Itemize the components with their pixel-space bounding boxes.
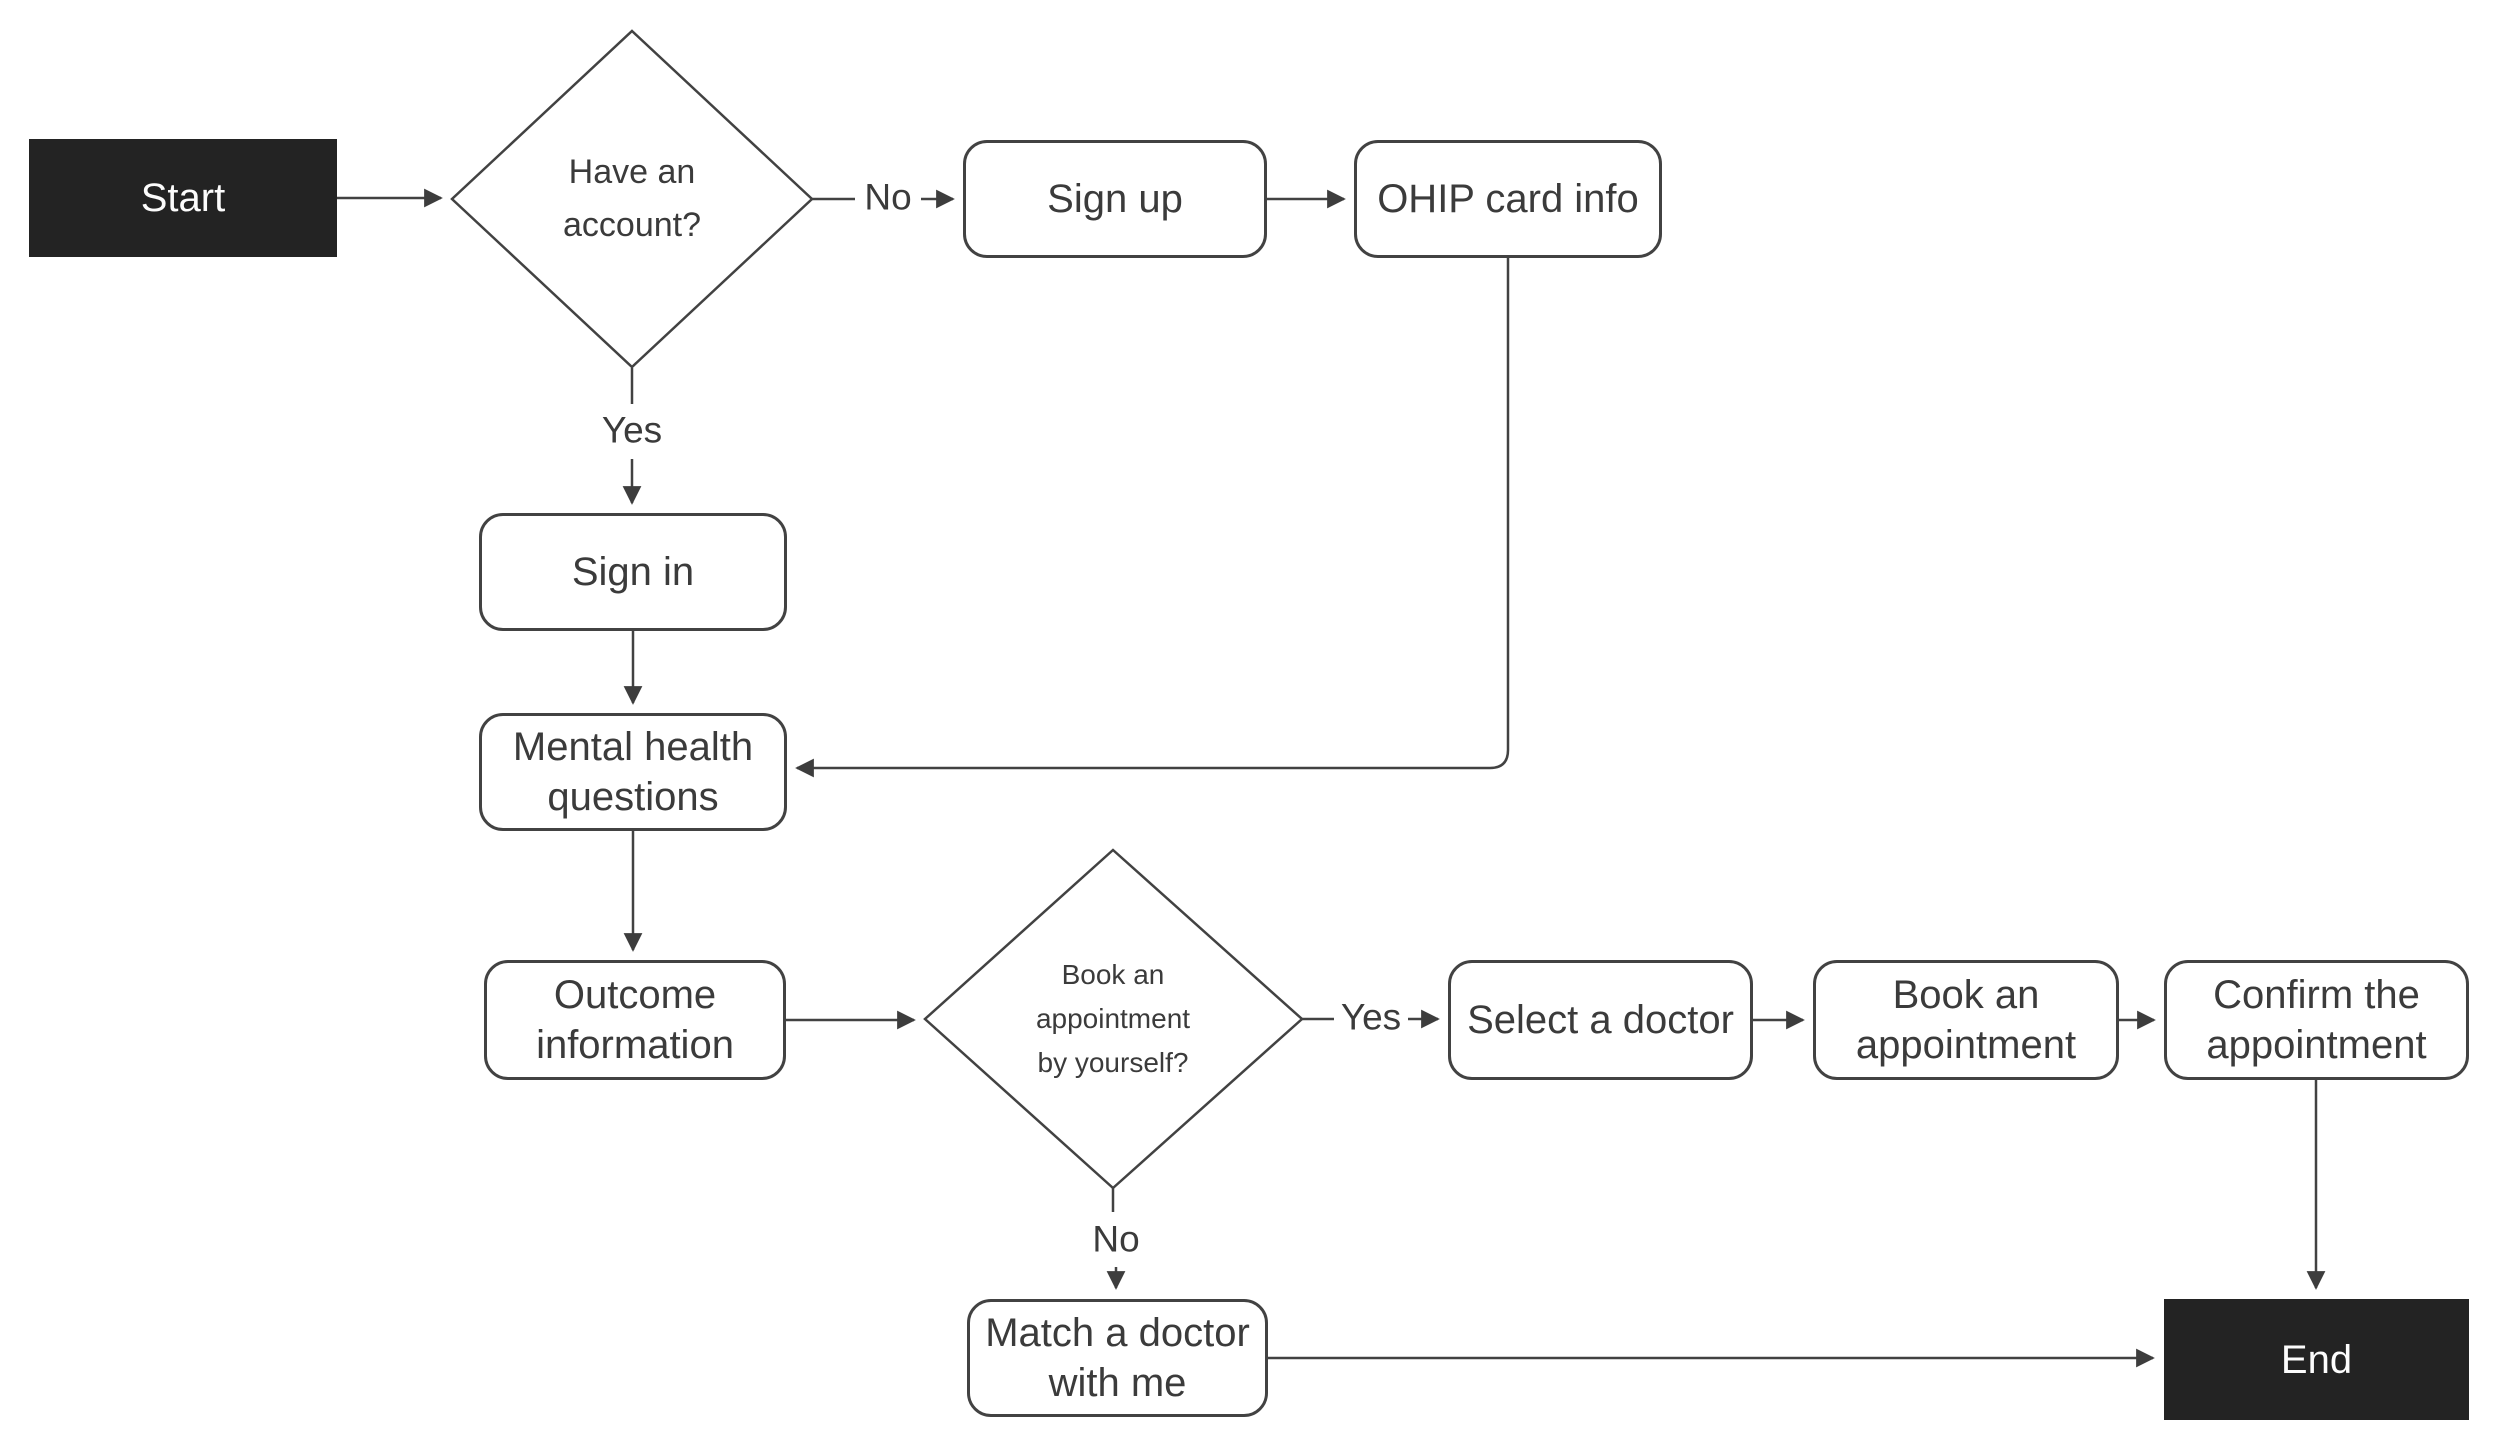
decision-have-account-shape xyxy=(450,29,814,369)
edge-label-yes-book: Yes xyxy=(1340,996,1402,1038)
node-confirm-the-appointment: Confirm the appointment xyxy=(2164,960,2469,1080)
decision-have-account-label: Have an account? xyxy=(563,153,701,244)
node-outcome-information: Outcome information xyxy=(484,960,786,1080)
node-select-a-doctor: Select a doctor xyxy=(1448,960,1753,1080)
decision-book-by-yourself-shape xyxy=(923,848,1304,1190)
node-start: Start xyxy=(29,139,337,257)
node-sign-in: Sign in xyxy=(479,513,787,631)
edge-ohip-to-mental-health xyxy=(795,258,1510,778)
node-end: End xyxy=(2164,1299,2469,1420)
edge-label-no-account: No xyxy=(864,176,912,218)
decision-book-by-yourself-label: Book an appointment by yourself? xyxy=(1035,959,1191,1078)
node-ohip-card-info: OHIP card info xyxy=(1354,140,1662,258)
node-sign-up: Sign up xyxy=(963,140,1267,258)
node-match-a-doctor: Match a doctor with me xyxy=(967,1299,1268,1417)
node-book-an-appointment: Book an appointment xyxy=(1813,960,2119,1080)
edge-label-yes-account: Yes xyxy=(601,409,663,451)
edge-label-no-book: No xyxy=(1092,1218,1140,1260)
node-mental-health-questions: Mental health questions xyxy=(479,713,787,831)
